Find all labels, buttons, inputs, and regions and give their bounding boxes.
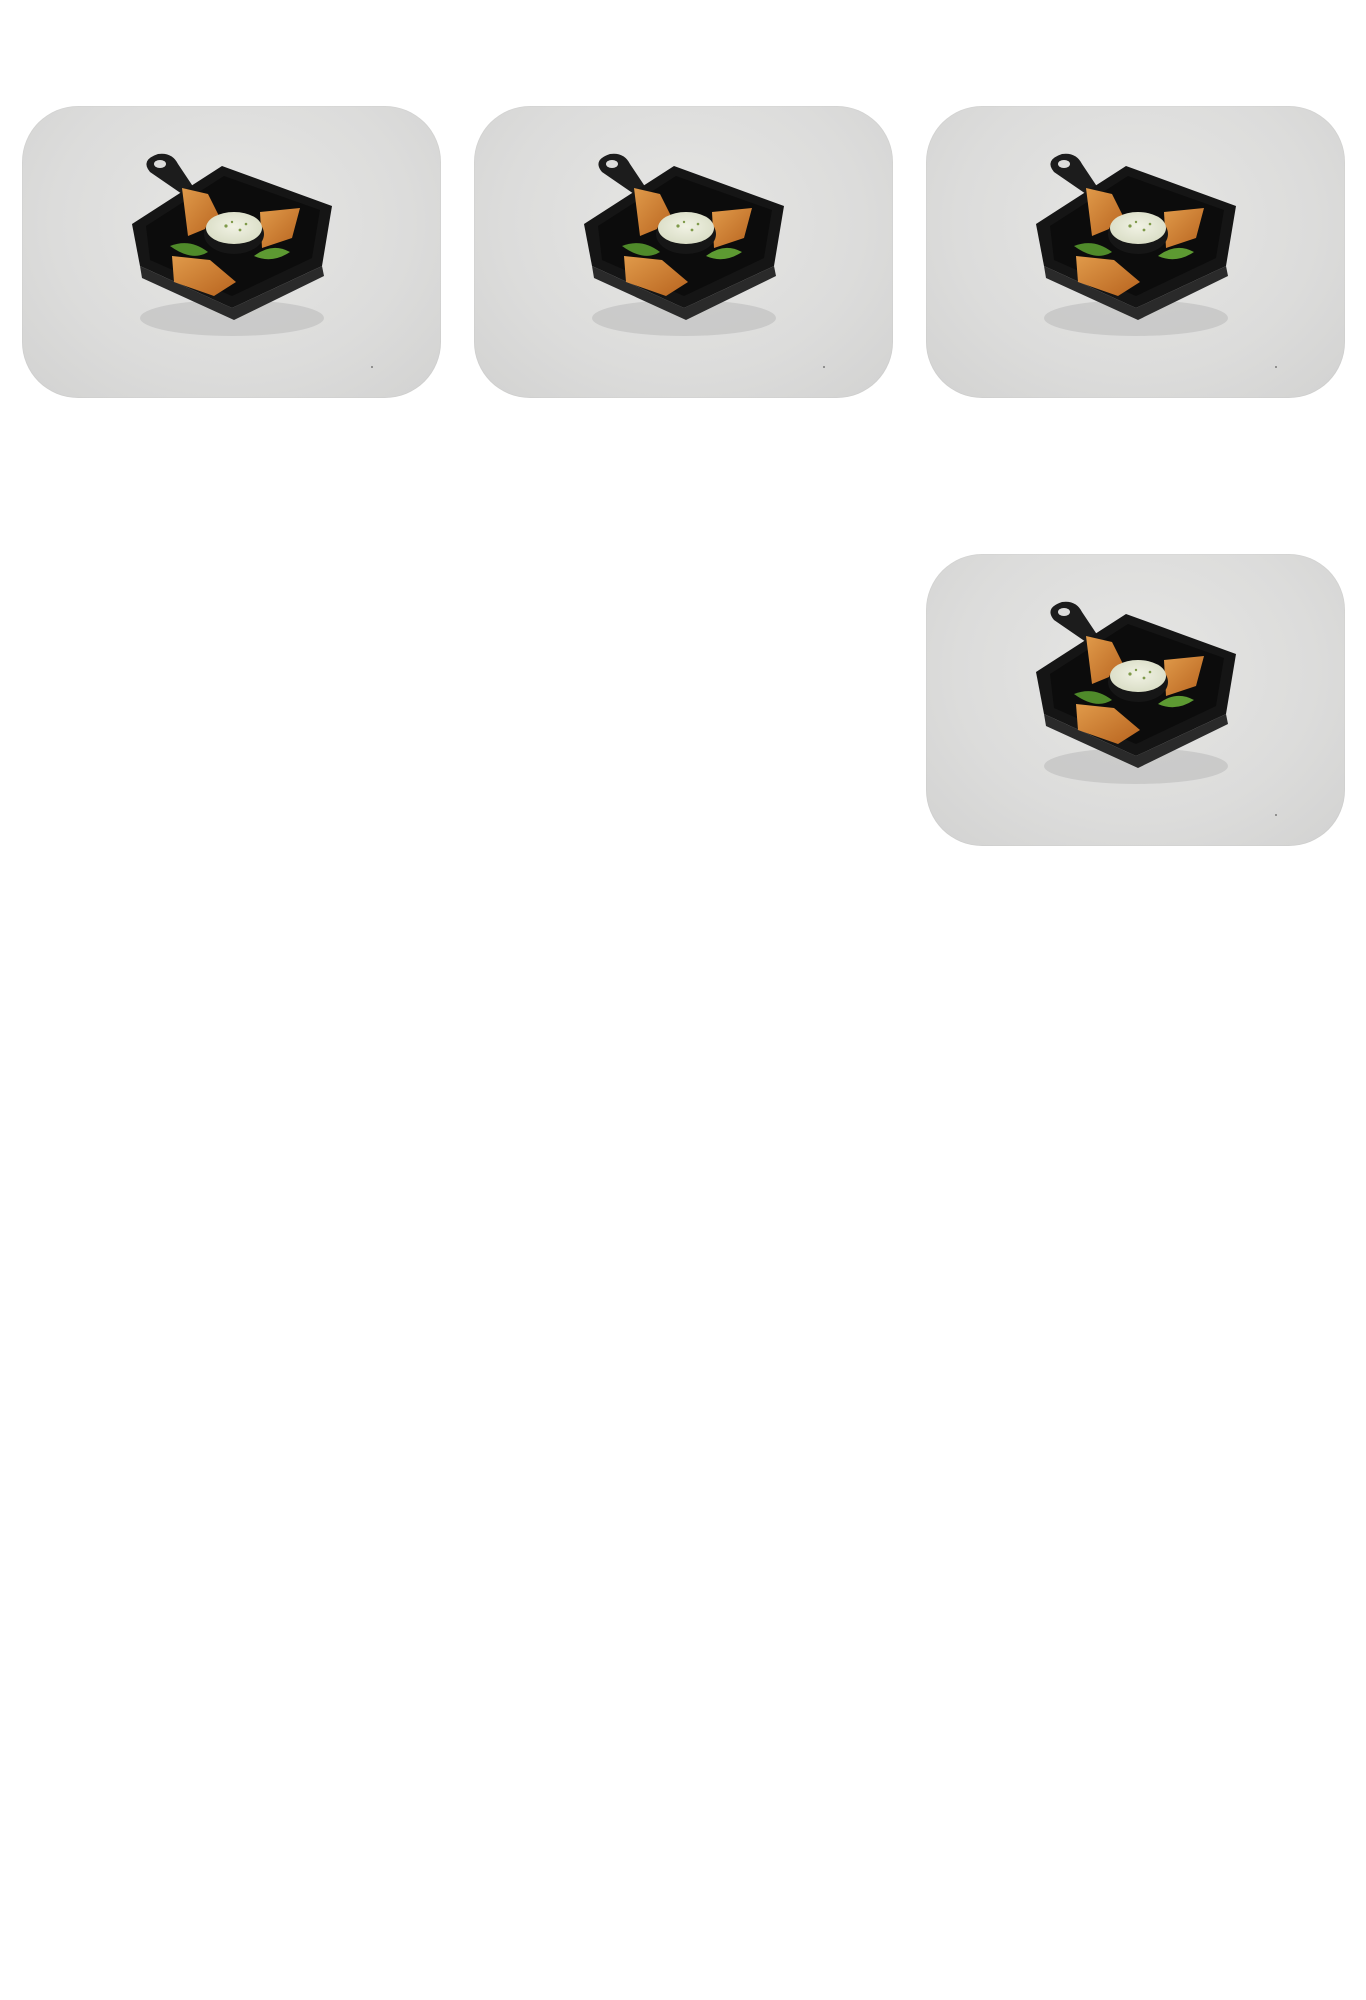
photo-card-4[interactable]: [926, 554, 1345, 846]
photo-card-2[interactable]: [474, 106, 893, 398]
dust-speck: [823, 366, 825, 368]
skillet-photo-icon: [132, 153, 332, 336]
skillet-photo-icon: [584, 153, 784, 336]
photo-card-3[interactable]: [926, 106, 1345, 398]
photo-card-1[interactable]: [22, 106, 441, 398]
dust-speck: [1275, 814, 1277, 816]
skillet-photo-icon: [1036, 153, 1236, 336]
skillet-photo-icon: [1036, 601, 1236, 784]
dust-speck: [371, 366, 373, 368]
dust-speck: [1275, 366, 1277, 368]
